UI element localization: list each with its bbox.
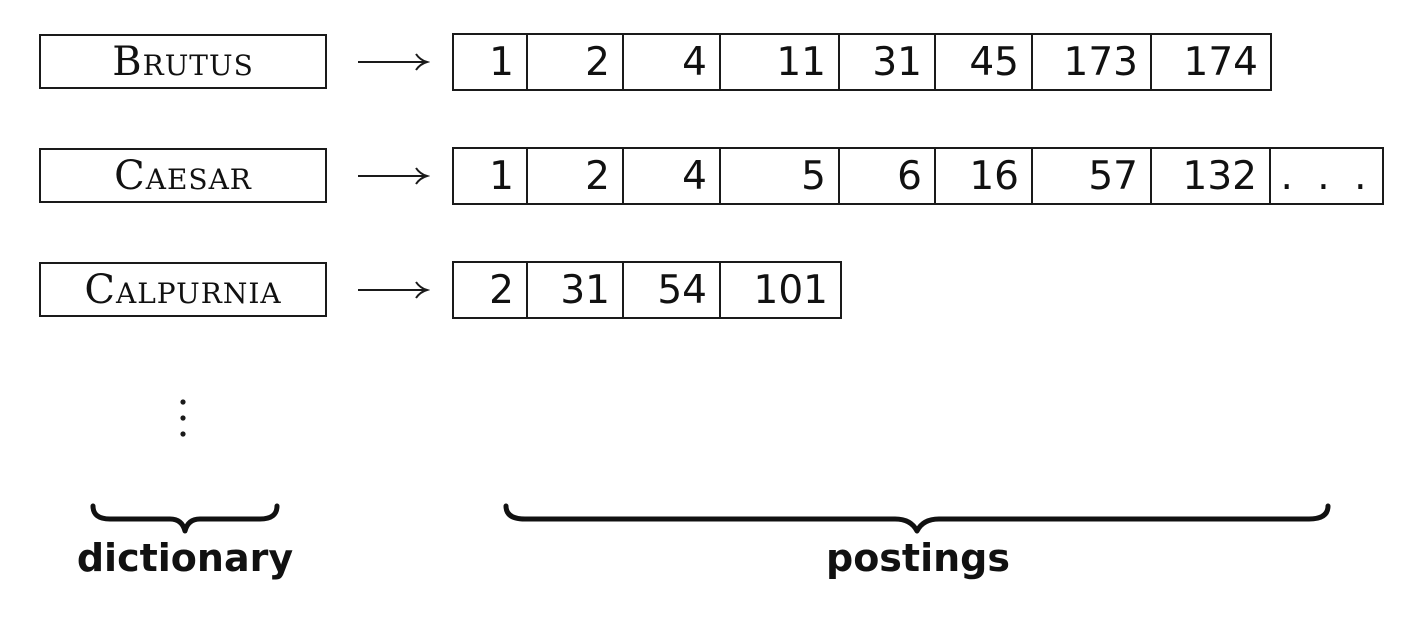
posting-cell: 101	[753, 267, 828, 313]
dictionary-underbrace-icon	[90, 503, 280, 534]
posting-cell: 1	[454, 149, 528, 203]
long-right-arrow-icon	[358, 53, 430, 71]
posting-cell: 31	[840, 35, 936, 89]
long-right-arrow-icon	[358, 281, 430, 299]
posting-cell: 174	[1183, 39, 1258, 85]
dictionary-term-caesar: Caesar	[39, 148, 327, 203]
posting-cell: 16	[936, 149, 1033, 203]
term-label: Brutus	[112, 38, 254, 85]
posting-cell: 4	[624, 149, 721, 203]
dictionary-label: dictionary	[76, 536, 294, 580]
posting-cell: 54	[624, 263, 721, 317]
posting-cell: 173	[1033, 35, 1152, 89]
dictionary-term-brutus: Brutus	[39, 34, 327, 89]
posting-cell: 132	[1152, 149, 1271, 203]
postings-label: postings	[826, 536, 1010, 580]
postings-list-brutus: 1 2 4 11 31 45 173 174	[452, 33, 1272, 91]
long-right-arrow-icon	[358, 167, 430, 185]
posting-cell: 2	[528, 149, 624, 203]
dictionary-term-calpurnia: Calpurnia	[39, 262, 327, 317]
postings-underbrace-icon	[503, 503, 1331, 534]
posting-cell: 2	[454, 263, 528, 317]
posting-cell: 11	[721, 35, 840, 89]
posting-cell-ellipsis: . . .	[1280, 153, 1373, 199]
posting-cell: 1	[454, 35, 528, 89]
posting-cell: 45	[936, 35, 1033, 89]
term-label: Caesar	[114, 152, 252, 199]
posting-cell: 57	[1033, 149, 1152, 203]
term-label: Calpurnia	[84, 266, 282, 313]
posting-cell: 2	[528, 35, 624, 89]
posting-cell: 4	[624, 35, 721, 89]
vertical-dots-icon	[180, 399, 186, 437]
posting-cell: 31	[528, 263, 624, 317]
posting-cell: 6	[840, 149, 936, 203]
postings-list-caesar: 1 2 4 5 6 16 57 132 . . .	[452, 147, 1384, 205]
posting-cell: 5	[721, 149, 840, 203]
postings-list-calpurnia: 2 31 54 101	[452, 261, 842, 319]
